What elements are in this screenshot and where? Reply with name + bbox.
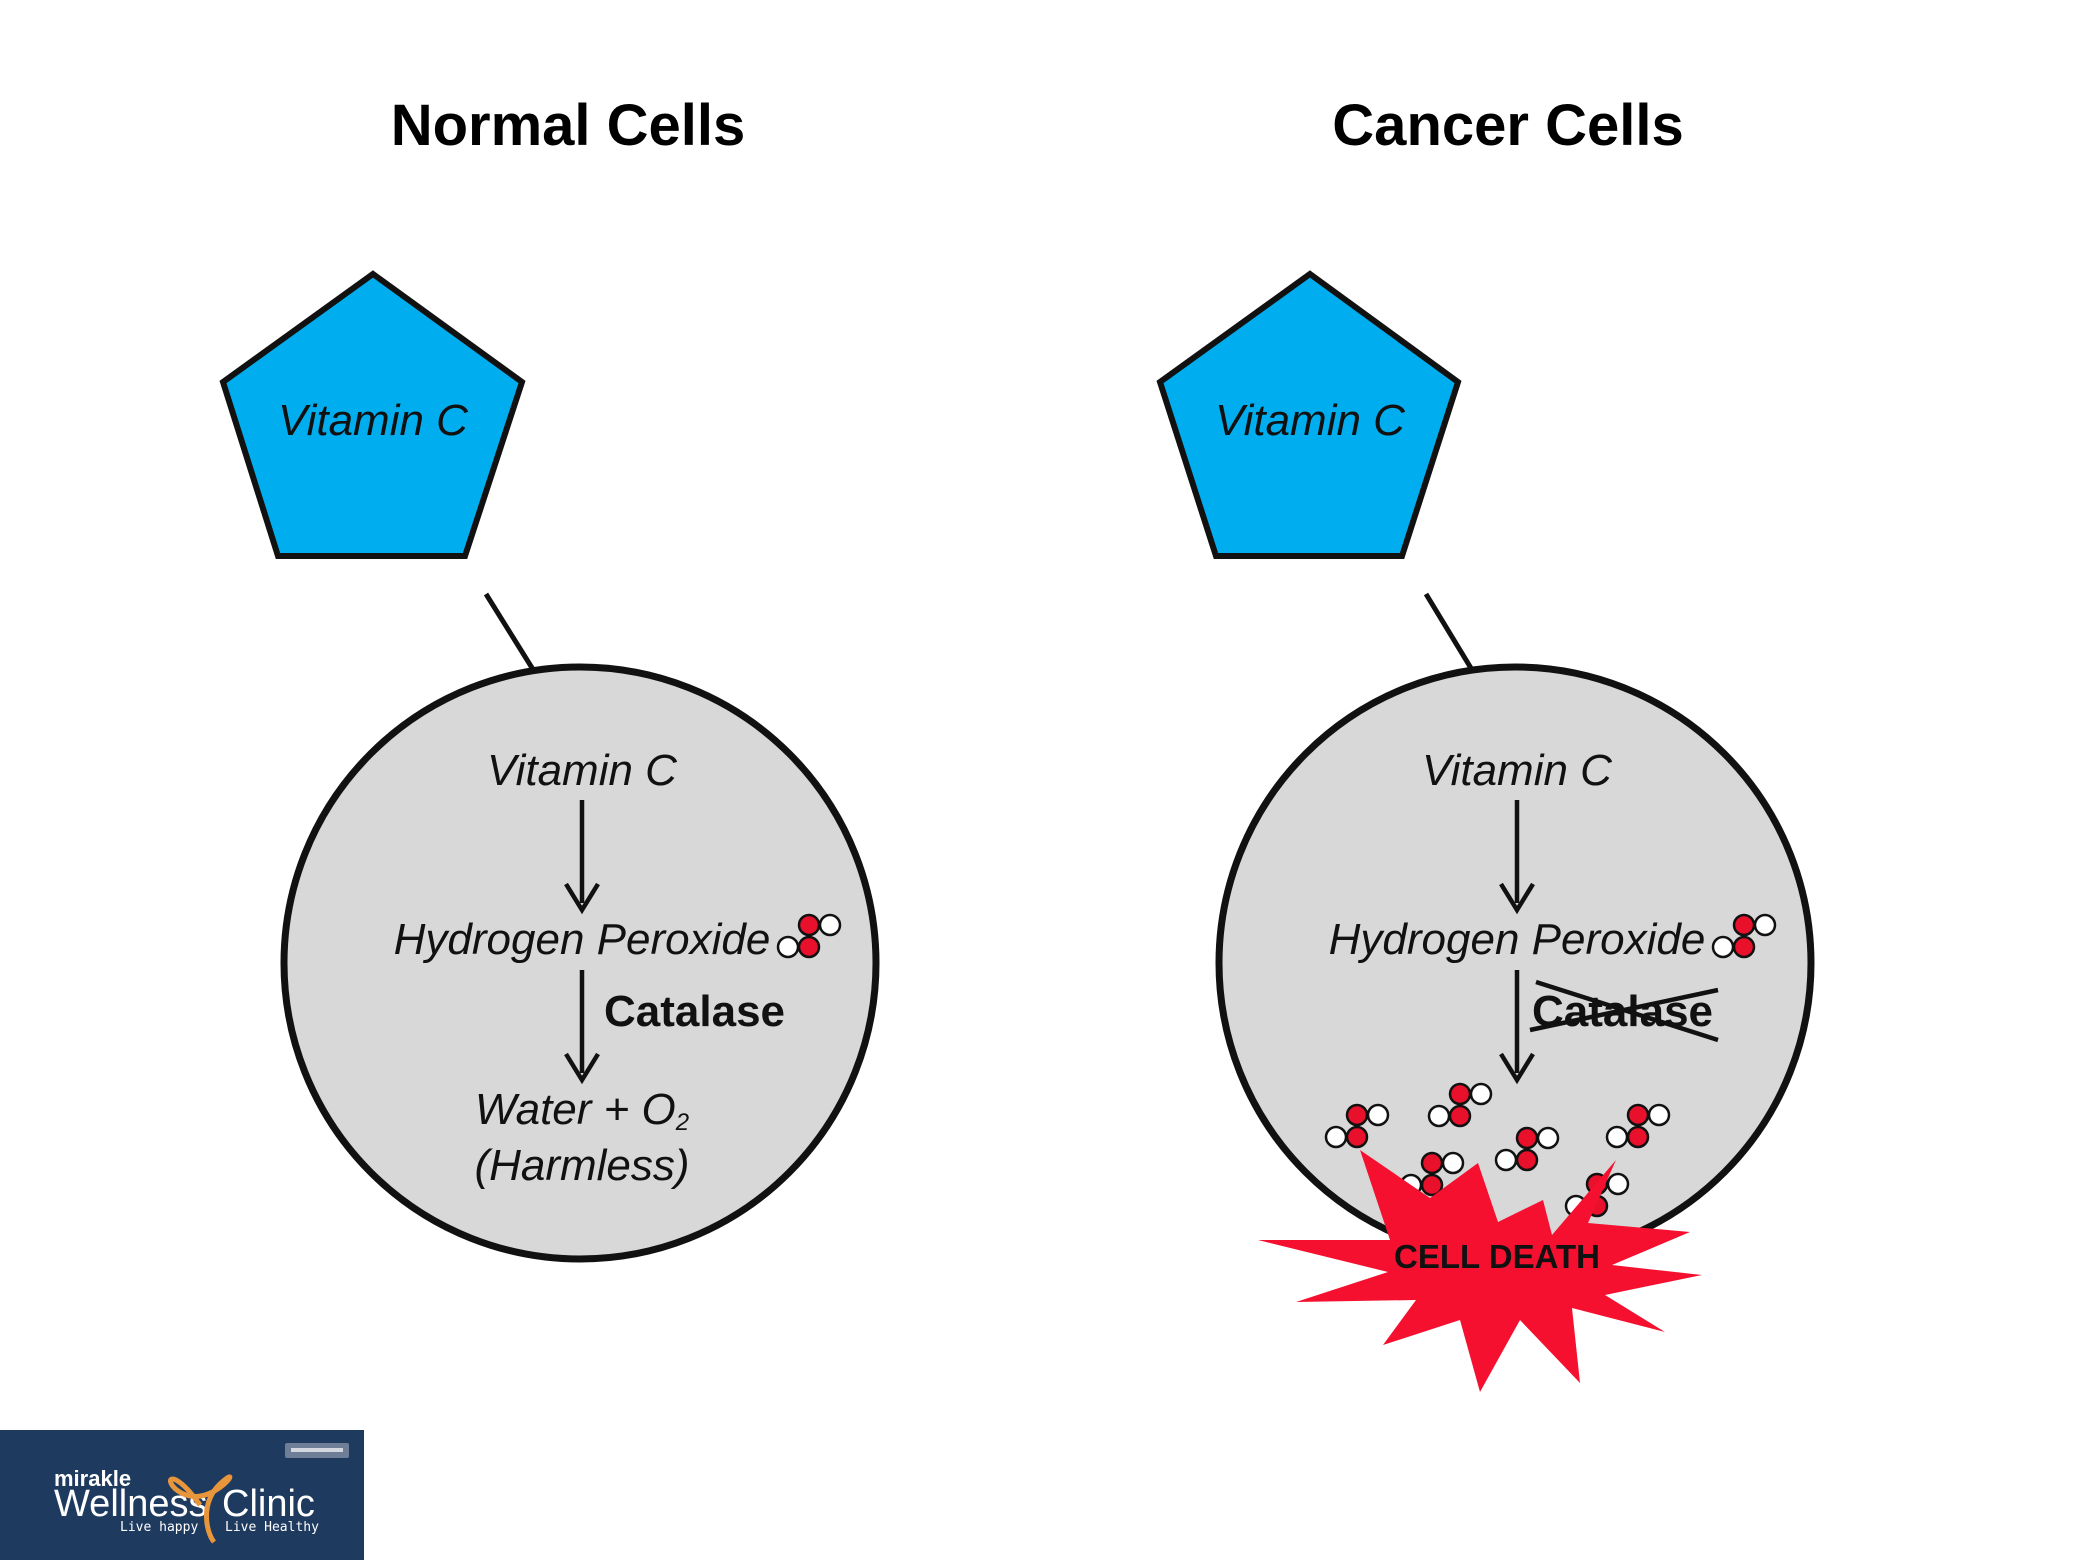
arrow-head: [564, 882, 600, 915]
arrow-head: [564, 1052, 600, 1085]
vitamin-c-pentagon: [1156, 270, 1462, 559]
logo-tagline-right: Live Healthy: [225, 1520, 319, 1535]
cancer-cells-panel: Cancer Cells Vitamin C Vitamin C Hydroge…: [1156, 93, 1815, 1392]
arrow-head: [1499, 882, 1535, 915]
catalase-label: Catalase: [604, 987, 785, 1036]
water-oxygen-label: Water + O2: [475, 1085, 689, 1136]
logo-name-left: Wellness: [54, 1483, 207, 1525]
logo-name-right: Clinic: [222, 1483, 315, 1525]
mirakle-wellness-clinic-logo: mirakle Wellness Clinic Live happy Live …: [0, 1430, 364, 1560]
normal-cells-title: Normal Cells: [391, 93, 746, 158]
cancer-cells-title: Cancer Cells: [1332, 93, 1683, 158]
cell-death-label: CELL DEATH: [1394, 1238, 1600, 1275]
normal-cell: [280, 663, 880, 1263]
hydrogen-peroxide-label: Hydrogen Peroxide: [1329, 915, 1706, 964]
pentagon-label: Vitamin C: [1215, 396, 1406, 445]
vitamin-c-label: Vitamin C: [1422, 746, 1613, 795]
normal-cells-panel: Normal Cells Vitamin C Vitamin C Hydroge…: [219, 93, 880, 1263]
cell-death-burst: [1258, 1150, 1702, 1392]
pentagon-label: Vitamin C: [278, 396, 469, 445]
partner-badge-icon: [285, 1443, 349, 1458]
vitamin-c-pentagon: [219, 270, 526, 559]
logo-tagline-left: Live happy: [120, 1520, 198, 1535]
hydrogen-peroxide-label: Hydrogen Peroxide: [394, 915, 771, 964]
logo-brand: mirakle: [54, 1466, 131, 1491]
catalase-strike: [1529, 987, 1719, 1033]
harmless-label: (Harmless): [474, 1141, 689, 1190]
arrow-head: [1499, 1052, 1535, 1085]
vitamin-c-label: Vitamin C: [487, 746, 678, 795]
logo-swirl-icon: [168, 1474, 233, 1544]
